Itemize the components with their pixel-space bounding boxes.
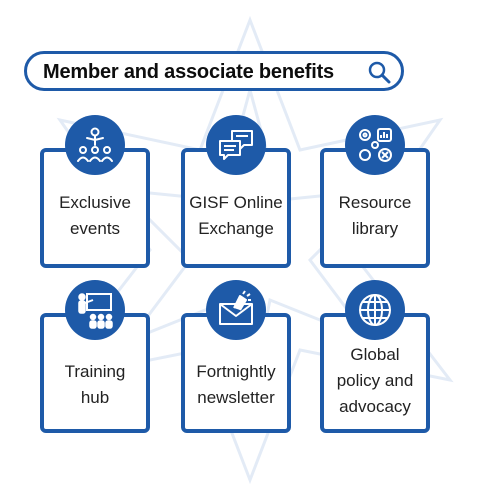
resources-gears-icon bbox=[345, 115, 405, 175]
page-title: Member and associate benefits bbox=[43, 61, 334, 83]
card-label-line: GISF Online bbox=[189, 193, 283, 212]
card-label-line: library bbox=[351, 219, 399, 238]
presenter-audience-icon bbox=[65, 115, 125, 175]
card-label-line: policy and bbox=[336, 371, 414, 390]
chat-bubbles-icon bbox=[206, 115, 266, 175]
globe-icon bbox=[345, 280, 405, 340]
card-label-line: advocacy bbox=[339, 397, 411, 416]
card-label-line: newsletter bbox=[197, 388, 275, 407]
card-label-line: Global bbox=[350, 345, 400, 364]
card-label: Fortnightly newsletter bbox=[185, 359, 287, 411]
card-label: Exclusive events bbox=[44, 190, 146, 242]
card-label: GISF Online Exchange bbox=[185, 190, 287, 242]
card-label-line: Exchange bbox=[198, 219, 274, 238]
envelope-icon bbox=[206, 280, 266, 340]
training-board-icon bbox=[65, 280, 125, 340]
card-label-line: Fortnightly bbox=[196, 362, 276, 381]
search-icon bbox=[368, 61, 391, 84]
card-label: Resource library bbox=[324, 190, 426, 242]
benefit-card-newsletter[interactable]: Fortnightly newsletter bbox=[181, 313, 291, 433]
card-label-line: Resource bbox=[338, 193, 412, 212]
search-bar[interactable]: Member and associate benefits bbox=[24, 51, 404, 91]
card-label: Training hub bbox=[44, 359, 146, 411]
card-label: Global policy and advocacy bbox=[324, 342, 426, 420]
card-label-line: events bbox=[69, 219, 121, 238]
card-label-line: hub bbox=[80, 388, 110, 407]
benefit-card-online-exchange[interactable]: GISF Online Exchange bbox=[181, 148, 291, 268]
card-label-line: Training bbox=[64, 362, 126, 381]
card-label-line: Exclusive bbox=[59, 193, 131, 212]
